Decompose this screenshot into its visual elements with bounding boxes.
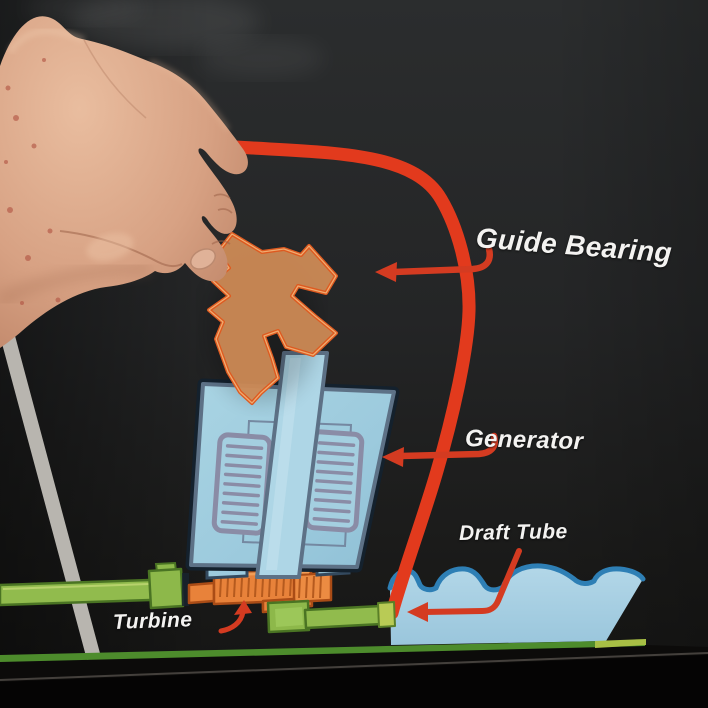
draft-tube-arrow	[407, 548, 522, 622]
hand	[0, 16, 248, 349]
label-arrows	[218, 245, 522, 634]
turbine-blades	[219, 575, 322, 599]
table-shadow	[0, 655, 708, 708]
turbine-label: Turbine	[112, 608, 193, 634]
floor-line-green	[0, 639, 646, 662]
table-edge-line	[0, 652, 708, 681]
generator-arrow	[382, 432, 498, 467]
reflection-haze	[25, 0, 324, 78]
water-surface-outline	[387, 563, 646, 593]
thumb-highlight	[86, 232, 134, 262]
hand-creases	[59, 39, 233, 268]
shaft-support-green	[266, 599, 396, 634]
generator-assembly	[185, 351, 400, 580]
wall-stripe	[0, 332, 101, 660]
draft-tube-water	[387, 563, 646, 645]
fingernail	[190, 248, 216, 270]
stator-coil-left	[211, 432, 273, 536]
drive-shaft-green	[0, 561, 189, 610]
skin-freckles	[4, 58, 61, 305]
draft-tube-label: Draft Tube	[458, 520, 568, 545]
turbine-arrow	[218, 600, 252, 634]
red-outline-curve	[229, 140, 476, 620]
shaft-coupling	[147, 567, 185, 610]
guide-bearing-arrow	[375, 245, 493, 282]
guide-bearing-piece	[207, 232, 338, 405]
generator-label: Generator	[464, 425, 584, 456]
stator-coil-right	[303, 429, 365, 533]
